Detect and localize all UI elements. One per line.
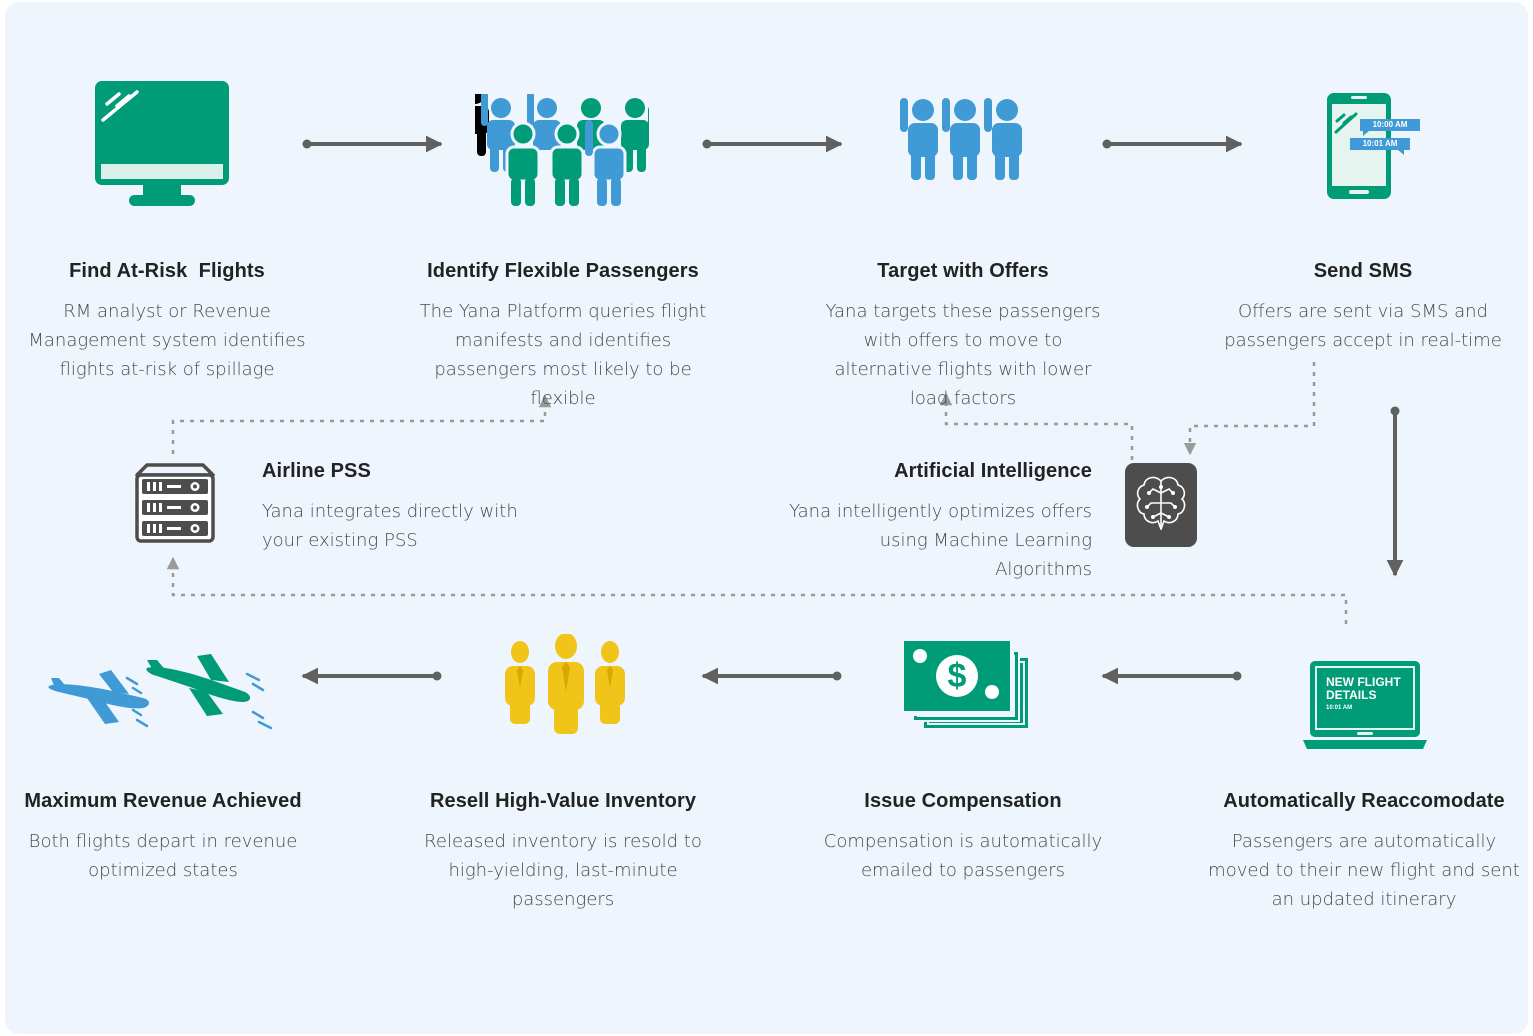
monitor-icon — [95, 81, 229, 206]
brain-icon — [1125, 463, 1197, 547]
step-title: Maximum Revenue Achieved — [24, 790, 302, 812]
step-title: Send SMS — [1313, 260, 1413, 282]
process-diagram: 10:00 AM 10:01 AM — [5, 2, 1528, 1034]
dotted-sms-to-ai — [1183, 362, 1316, 456]
passenger-group-icon — [475, 94, 649, 206]
dollar-sign: $ — [947, 657, 967, 695]
step-send-sms: Send SMS Offers are sent via SMS and pas… — [1213, 260, 1513, 355]
node-title: Airline PSS — [262, 460, 371, 482]
step-identify-flexible-passengers: Identify Flexible Passengers The Yana Pl… — [403, 260, 723, 413]
step-title: Automatically Reaccomodate — [1223, 790, 1505, 812]
step-title: Identify Flexible Passengers — [427, 260, 699, 282]
laptop-time: 10:01 AM — [1326, 705, 1353, 711]
step-find-at-risk-flights: Find At-Risk Flights RM analyst or Reven… — [17, 260, 317, 384]
cash-icon: $ — [898, 640, 1028, 732]
smartphone-sms-icon: 10:00 AM 10:01 AM — [1325, 92, 1425, 200]
step-resell-high-value-inventory: Resell High-Value Inventory Released inv… — [417, 790, 709, 914]
step-description: The Yana Platform queries flight manifes… — [419, 301, 707, 409]
step-title: Issue Compensation — [864, 790, 1062, 812]
step-title: Find At-Risk Flights — [69, 260, 265, 282]
step-description: RM analyst or Revenue Management system … — [28, 301, 306, 380]
step-maximum-revenue-achieved: Maximum Revenue Achieved Both flights de… — [13, 790, 313, 885]
server-icon — [135, 463, 215, 543]
node-description: Yana integrates directly with your exist… — [262, 501, 518, 551]
business-people-icon — [505, 634, 625, 734]
laptop-line-1: NEW FLIGHT — [1326, 675, 1401, 689]
node-description: Yana intelligently optimizes offers usin… — [789, 501, 1092, 580]
step-description: Offers are sent via SMS and passengers a… — [1224, 301, 1502, 351]
step-description: Compensation is automatically emailed to… — [823, 831, 1103, 881]
green-plane — [146, 654, 251, 716]
targeted-passengers-icon — [900, 98, 1022, 180]
step-issue-compensation: Issue Compensation Compensation is autom… — [817, 790, 1109, 885]
step-description: Released inventory is resold to high-yie… — [424, 831, 702, 910]
laptop-icon: NEW FLIGHT DETAILS 10:01 AM — [1303, 660, 1427, 752]
step-title: Resell High-Value Inventory — [429, 790, 697, 812]
arrow-identify-to-target — [702, 135, 843, 153]
arrow-compensation-to-resell — [701, 667, 842, 685]
node-title: Artificial Intelligence — [894, 460, 1092, 482]
sms-time-2: 10:01 AM — [1362, 139, 1398, 148]
step-description: Yana targets these passengers with offer… — [825, 301, 1101, 409]
arrow-find-to-identify — [302, 135, 443, 153]
airplanes-icon — [48, 654, 273, 730]
step-automatically-reaccomodate: Automatically Reaccomodate Passengers ar… — [1208, 790, 1520, 914]
arrow-resell-to-maximum — [301, 667, 442, 685]
blue-plane — [48, 670, 149, 724]
node-airline-pss: Airline PSS Yana integrates directly wit… — [262, 460, 562, 555]
arrow-sms-to-reaccomodate — [1386, 406, 1404, 577]
dotted-reaccomodate-to-pss — [166, 556, 1348, 624]
step-description: Both flights depart in revenue optimized… — [28, 831, 298, 881]
node-artificial-intelligence: Artificial Intelligence Yana intelligent… — [787, 460, 1092, 584]
laptop-line-2: DETAILS — [1326, 688, 1377, 702]
step-description: Passengers are automatically moved to th… — [1208, 831, 1520, 910]
arrow-target-to-sms — [1102, 135, 1243, 153]
connector-layer — [166, 135, 1404, 685]
arrow-reaccomodate-to-compensation — [1101, 667, 1242, 685]
sms-time-1: 10:00 AM — [1372, 120, 1408, 129]
step-target-with-offers: Target with Offers Yana targets these pa… — [813, 260, 1113, 413]
step-title: Target with Offers — [877, 260, 1049, 282]
